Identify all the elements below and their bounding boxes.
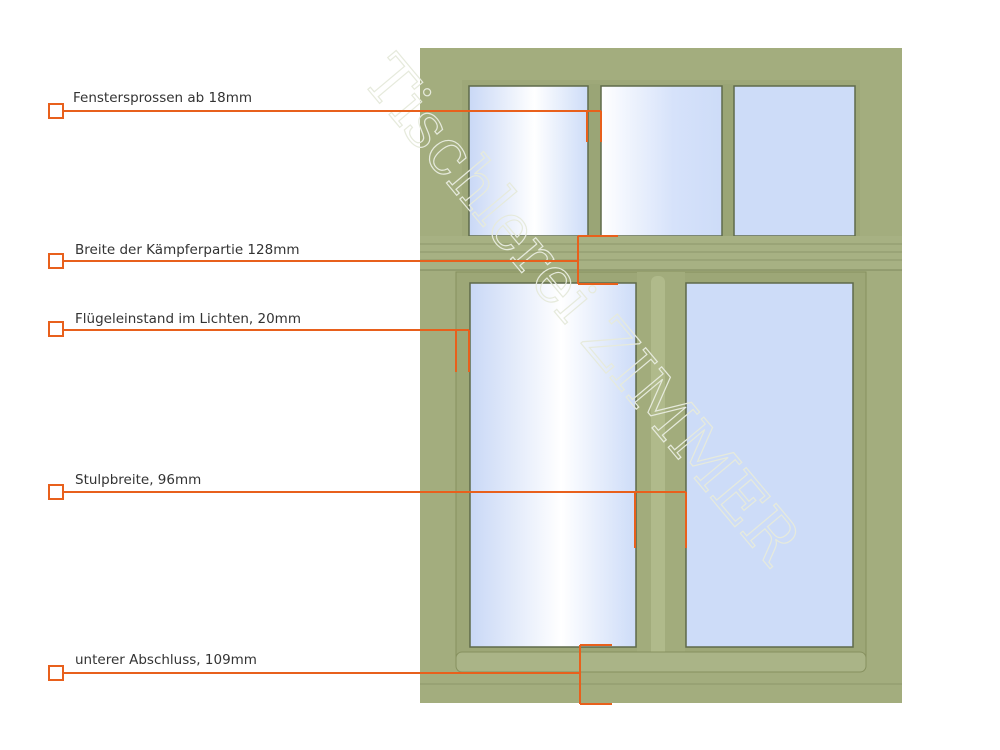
transom-bar [420,236,902,270]
bottom-sill [455,651,867,673]
label-stulpbreite: Stulpbreite, 96mm [75,472,202,488]
muntin [723,84,733,237]
bottom-left-pane [469,282,637,648]
muntin [589,84,600,237]
label-fenstersprossen: Fenstersprossen ab 18mm [73,90,253,106]
annotation-lines [48,103,687,705]
label-fluegeleinstand: Flügeleinstand im Lichten, 20mm [75,311,301,327]
top-pane-3 [733,85,856,237]
top-pane-2 [600,85,723,237]
label-unterer-abschluss: unterer Abschluss, 109mm [75,652,257,668]
bottom-right-pane [685,282,854,648]
label-kaempferpartie: Breite der Kämpferpartie 128mm [75,242,300,258]
